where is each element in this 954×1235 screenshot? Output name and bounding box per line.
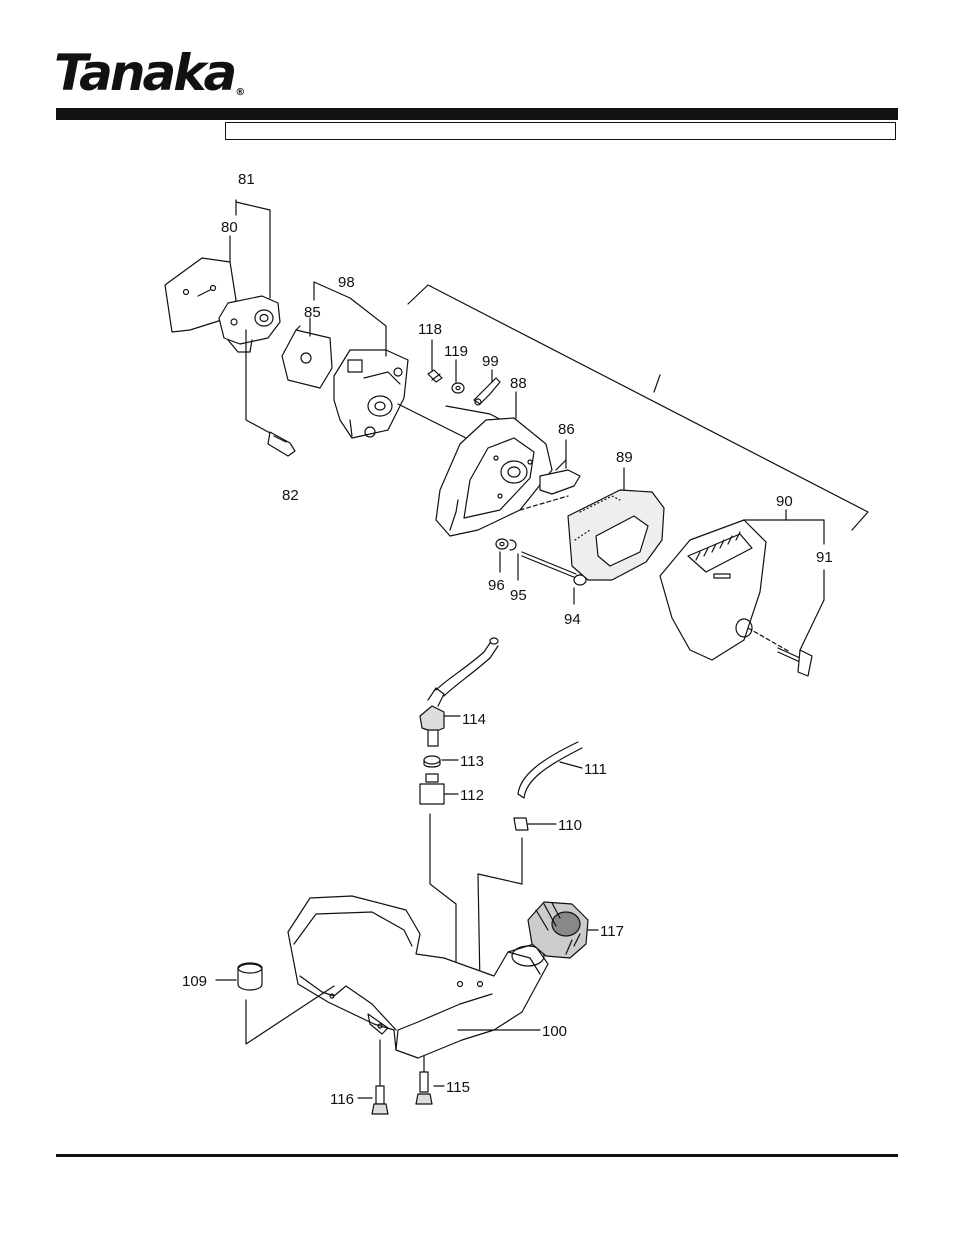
callout-90: 90 (776, 493, 793, 510)
callout-119: 119 (444, 343, 468, 360)
callout-115: 115 (446, 1079, 470, 1096)
spring-washer-95 (510, 540, 516, 550)
callout-89: 89 (616, 449, 633, 466)
insulator-81 (219, 296, 280, 352)
callout-81: 81 (238, 171, 255, 188)
return-hose-111 (518, 742, 582, 798)
carburetor-98 (334, 350, 408, 438)
air-filter-89 (568, 490, 664, 580)
callout-113: 113 (460, 753, 484, 770)
screw-116 (358, 1040, 388, 1114)
callout-82: 82 (282, 487, 299, 504)
gasket-85 (282, 326, 332, 388)
callout-112: 112 (460, 787, 484, 804)
callout-85: 85 (304, 304, 321, 321)
callout-95: 95 (510, 587, 527, 604)
carb-to-case-line (398, 404, 466, 438)
callout-96: 96 (488, 577, 505, 594)
callout-100: 100 (542, 1023, 567, 1040)
callout-117: 117 (600, 923, 624, 940)
callout-99: 99 (482, 353, 499, 370)
air-cleaner-cover-90 (660, 520, 766, 660)
leader-91 (800, 570, 824, 650)
callout-114: 114 (462, 711, 486, 728)
washer-96 (496, 539, 508, 549)
fuel-filter-112 (420, 774, 458, 804)
damper-109 (216, 963, 262, 990)
callout-98: 98 (338, 274, 355, 291)
footer-rule (56, 1154, 898, 1157)
air-cleaner-case-88 (436, 418, 552, 536)
callout-80: 80 (221, 219, 238, 236)
grommet-110 (514, 818, 556, 830)
callout-88: 88 (510, 375, 527, 392)
washer-119 (452, 383, 464, 393)
leader-109 (246, 986, 334, 1044)
bracket-99 (474, 378, 500, 405)
callout-86: 86 (558, 421, 575, 438)
fuel-tank-100 (288, 896, 548, 1058)
callout-91: 91 (816, 549, 833, 566)
callout-94: 94 (564, 611, 581, 628)
cover-to-knob-line (748, 628, 790, 652)
callout-116: 116 (330, 1091, 354, 1108)
screw-115 (416, 1056, 444, 1104)
callout-111: 111 (584, 761, 607, 778)
fitting-114 (420, 706, 460, 746)
knob-91 (778, 648, 812, 676)
callout-109: 109 (182, 973, 207, 990)
callout-118: 118 (418, 321, 442, 338)
leader-81 (236, 200, 270, 298)
screw-118 (428, 370, 442, 382)
grommet-113 (424, 756, 458, 767)
fuel-hose-114-pipe (428, 638, 498, 706)
callout-110: 110 (558, 817, 582, 834)
fuel-cap-117 (528, 902, 598, 958)
